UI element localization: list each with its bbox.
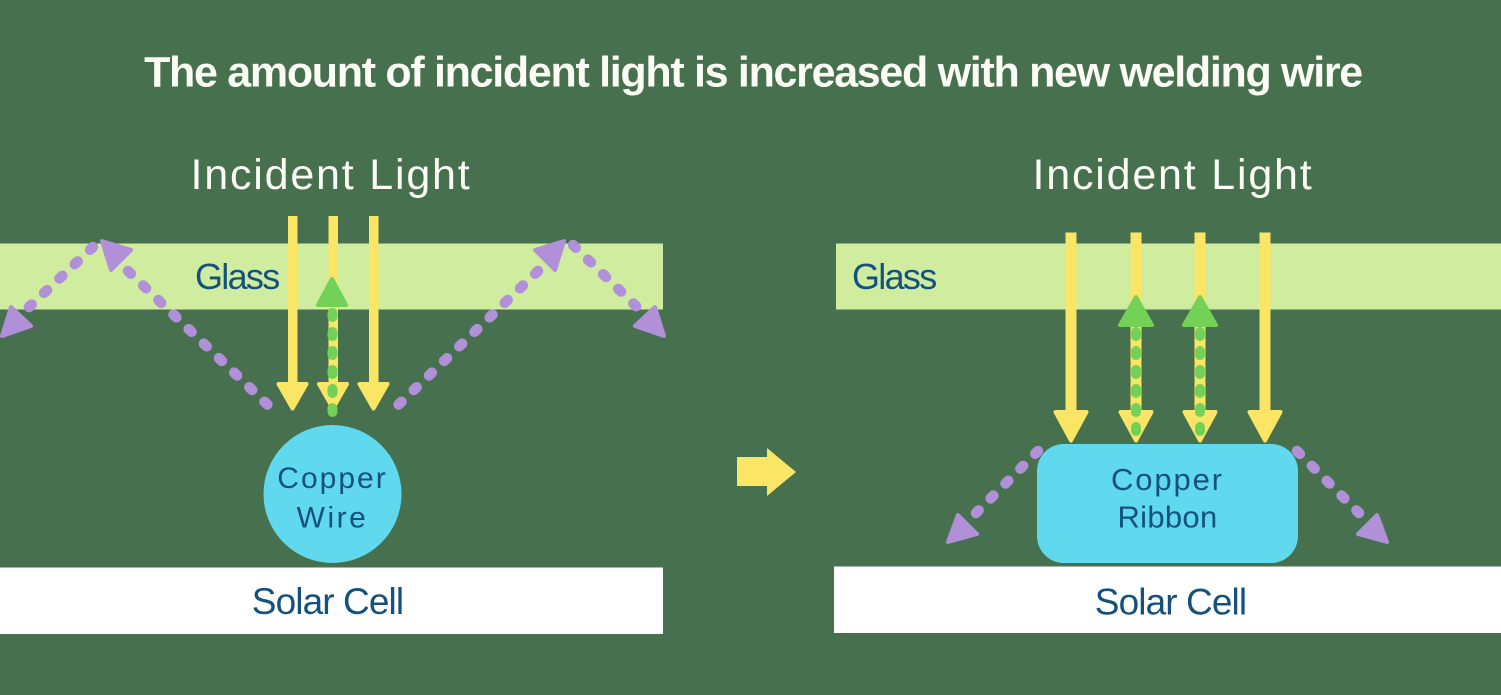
- svg-text:Incident Light: Incident Light: [1033, 151, 1314, 199]
- svg-text:Wire: Wire: [297, 502, 369, 535]
- svg-text:Ribbon: Ribbon: [1117, 500, 1217, 535]
- svg-text:Glass: Glass: [852, 256, 936, 297]
- svg-text:Glass: Glass: [195, 256, 279, 297]
- svg-text:Incident Light: Incident Light: [191, 151, 472, 199]
- svg-text:The amount of incident light i: The amount of incident light is increase…: [144, 49, 1362, 97]
- svg-text:Solar Cell: Solar Cell: [1095, 582, 1246, 623]
- svg-text:Copper: Copper: [277, 462, 387, 495]
- svg-text:Solar Cell: Solar Cell: [252, 581, 403, 622]
- svg-text:Copper: Copper: [1111, 462, 1224, 497]
